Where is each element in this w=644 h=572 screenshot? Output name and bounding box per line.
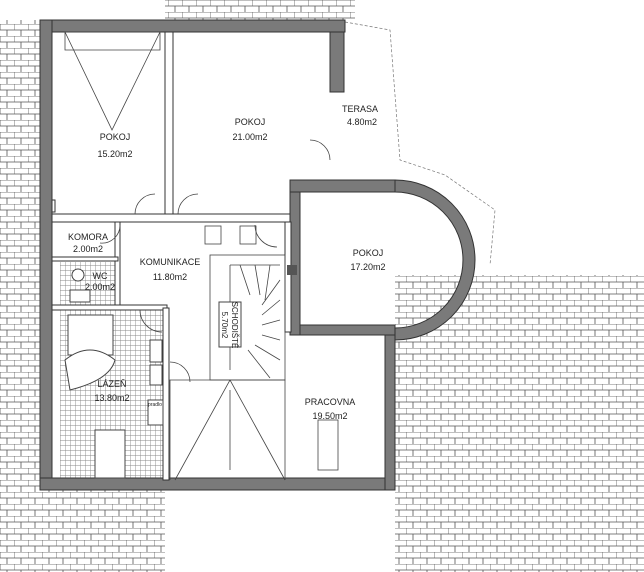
windows-skylights bbox=[204, 225, 339, 471]
chimney bbox=[287, 265, 297, 275]
room-area-pokoj1: 15.20m2 bbox=[97, 149, 132, 159]
laundry-label: pradlo bbox=[148, 402, 162, 408]
room-area-pracovna: 19.50m2 bbox=[312, 411, 347, 421]
room-name-lazen: LÁZEŇ bbox=[97, 379, 126, 389]
room-name-pokoj2: POKOJ bbox=[235, 117, 266, 127]
room-area-pokoj3: 17.20m2 bbox=[350, 262, 385, 272]
room-name-terasa: TERASA bbox=[342, 104, 378, 114]
bathroom-fixtures bbox=[64, 268, 164, 479]
room-name-komora: KOMORA bbox=[68, 232, 108, 242]
room-name-pracovna: PRACOVNA bbox=[305, 397, 356, 407]
room-area-wc: 2.00m2 bbox=[85, 282, 115, 292]
room-name-komunikace: KOMUNIKACE bbox=[140, 257, 201, 267]
room-area-lazen: 13.80m2 bbox=[94, 393, 129, 403]
room-area-komunikace: 11.80m2 bbox=[153, 272, 187, 282]
room-area-terasa: 4.80m2 bbox=[347, 117, 377, 127]
room-area-pokoj2: 21.00m2 bbox=[232, 132, 267, 142]
room-name-schodiste: SCHODIŠTĚ bbox=[230, 302, 239, 349]
room-area-schodiste: 5.70m2 bbox=[220, 312, 229, 339]
doors bbox=[99, 139, 331, 383]
interior-walls bbox=[51, 31, 292, 481]
room-name-pokoj3: POKOJ bbox=[353, 248, 384, 258]
room-name-pokoj1: POKOJ bbox=[100, 132, 131, 142]
stair-run bbox=[174, 379, 286, 481]
outer-walls bbox=[39, 19, 476, 491]
wardrobe bbox=[64, 31, 161, 131]
room-area-komora: 2.00m2 bbox=[73, 244, 103, 254]
room-name-wc: WC bbox=[93, 271, 108, 281]
